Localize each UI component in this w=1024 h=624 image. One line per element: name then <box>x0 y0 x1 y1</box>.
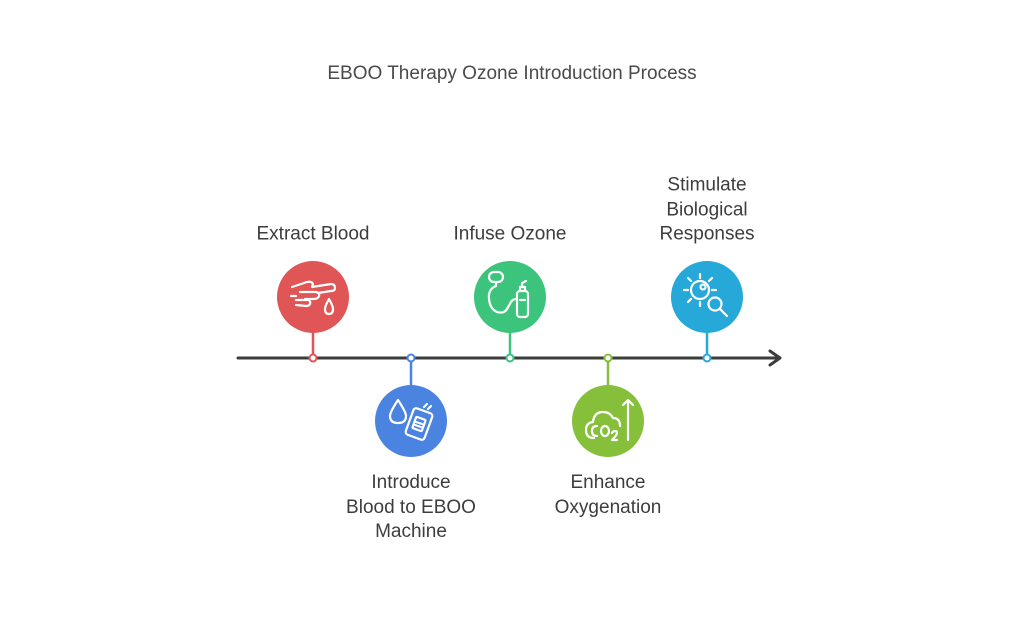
label-enhance-oxygenation: Enhance Oxygenation <box>554 472 662 518</box>
cell-search-icon <box>682 272 729 318</box>
step-stimulate-responses <box>671 261 743 363</box>
step-marker <box>505 353 515 363</box>
hand-drip-icon <box>289 280 337 316</box>
step-marker <box>702 353 712 363</box>
step-circle <box>572 385 644 457</box>
label-introduce-blood: Introduce Blood to EBOO Machine <box>346 472 476 542</box>
step-circle <box>474 261 546 333</box>
step-marker <box>308 353 318 363</box>
label-infuse-ozone: Infuse Ozone <box>453 223 567 245</box>
blood-bag-icon <box>388 398 434 441</box>
label-extract-blood: Extract Blood <box>256 223 370 245</box>
step-infuse-ozone <box>474 261 546 363</box>
timeline-arrowhead <box>768 349 782 367</box>
step-extract-blood <box>277 261 349 363</box>
step-marker <box>406 353 416 363</box>
co2-cloud-icon <box>584 398 635 442</box>
step-introduce-blood <box>375 353 447 457</box>
diagram-title: EBOO Therapy Ozone Introduction Process <box>327 63 697 84</box>
step-marker <box>603 353 613 363</box>
step-enhance-oxygenation <box>572 353 644 457</box>
label-stimulate-responses: Stimulate Biological Responses <box>659 174 755 245</box>
step-circle <box>375 385 447 457</box>
step-circle <box>277 261 349 333</box>
ozone-tank-icon <box>487 270 530 319</box>
